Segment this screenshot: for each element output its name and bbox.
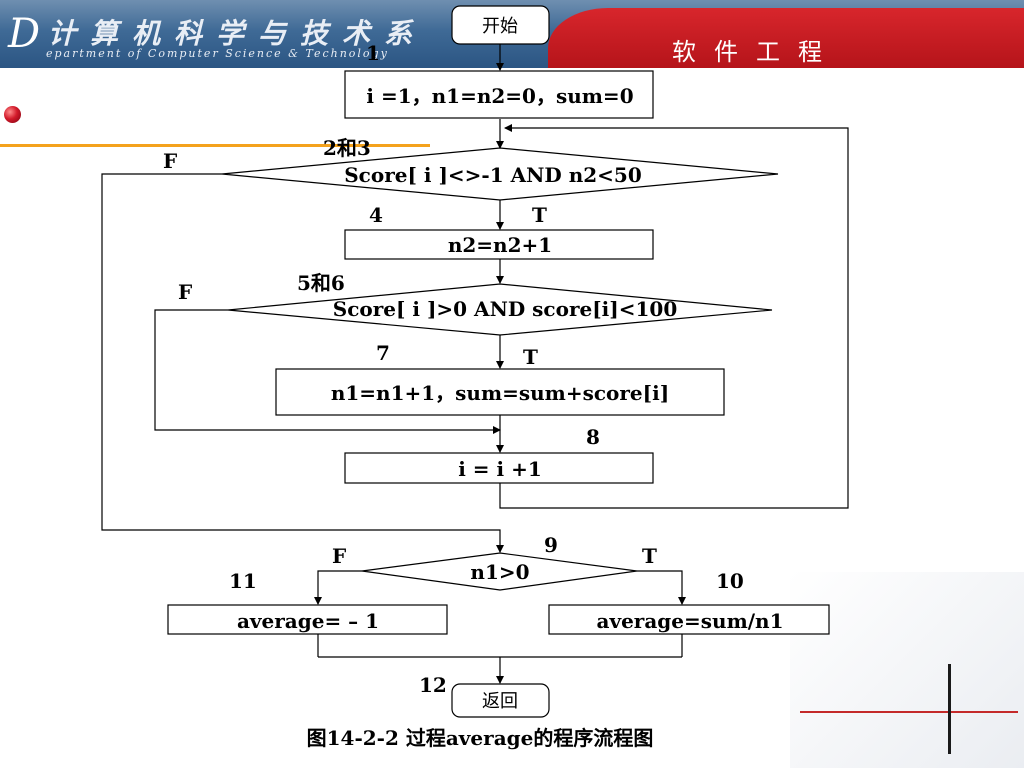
start-terminal-label: 开始 bbox=[482, 16, 518, 37]
accent-divider bbox=[0, 144, 430, 147]
step-label-4: 4 bbox=[369, 203, 383, 227]
decorative-horizontal-line bbox=[800, 711, 1018, 713]
return-terminal bbox=[451, 683, 550, 718]
n1-positive-label: n1>0 bbox=[470, 560, 529, 584]
department-name-cn: 计算机科学与技术系 bbox=[48, 17, 427, 50]
step-label-2-3: 2和3 bbox=[323, 136, 371, 160]
branch-label-true-1: T bbox=[532, 203, 547, 227]
step-label-8: 8 bbox=[586, 425, 600, 449]
decorative-vertical-line bbox=[948, 664, 951, 754]
increment-n2-label: n2=n2+1 bbox=[448, 233, 552, 257]
average-compute-label: average=sum/n1 bbox=[597, 609, 784, 633]
increment-i-box bbox=[344, 452, 654, 484]
return-terminal-label: 返回 bbox=[482, 691, 518, 712]
header-red-panel bbox=[548, 8, 1024, 68]
step-label-10: 10 bbox=[716, 569, 744, 593]
step-label-1: 1 bbox=[366, 41, 380, 65]
department-name-en: epartment of Computer Science & Technolo… bbox=[46, 47, 389, 60]
department-logo: D bbox=[8, 11, 41, 57]
init-process-box bbox=[344, 70, 654, 119]
range-condition-label: Score[ i ]>0 AND score[i]<100 bbox=[333, 297, 677, 321]
accumulate-box bbox=[275, 368, 725, 416]
start-terminal bbox=[451, 5, 550, 45]
init-process-label: i =1，n1=n2=0，sum=0 bbox=[366, 84, 633, 108]
step-label-11: 11 bbox=[229, 569, 257, 593]
step-label-12: 12 bbox=[419, 673, 447, 697]
step-label-5-6: 5和6 bbox=[297, 271, 345, 295]
increment-i-label: i = i +1 bbox=[458, 457, 542, 481]
range-condition-diamond bbox=[227, 283, 773, 336]
connector-lines bbox=[101, 44, 849, 684]
increment-n2-box bbox=[344, 229, 654, 260]
bullet-icon bbox=[4, 106, 21, 123]
n1-positive-diamond bbox=[361, 552, 638, 591]
course-title: 软件工程 bbox=[672, 38, 840, 66]
average-negative-label: average= – 1 bbox=[237, 609, 379, 633]
loop-condition-diamond bbox=[221, 147, 779, 201]
accumulate-label: n1=n1+1，sum=sum+score[i] bbox=[331, 381, 669, 405]
branch-label-false-1: F bbox=[163, 149, 177, 173]
figure-caption: 图14-2-2 过程average的程序流程图 bbox=[306, 726, 654, 750]
branch-label-false-3: F bbox=[332, 544, 346, 568]
branch-label-true-3: T bbox=[642, 544, 657, 568]
step-label-9: 9 bbox=[544, 533, 558, 557]
branch-label-true-2: T bbox=[523, 345, 538, 369]
step-label-7: 7 bbox=[376, 341, 390, 365]
average-negative-box bbox=[167, 604, 448, 635]
loop-condition-label: Score[ i ]<>-1 AND n2<50 bbox=[344, 163, 642, 187]
average-compute-box bbox=[548, 604, 830, 635]
branch-label-false-2: F bbox=[178, 280, 192, 304]
